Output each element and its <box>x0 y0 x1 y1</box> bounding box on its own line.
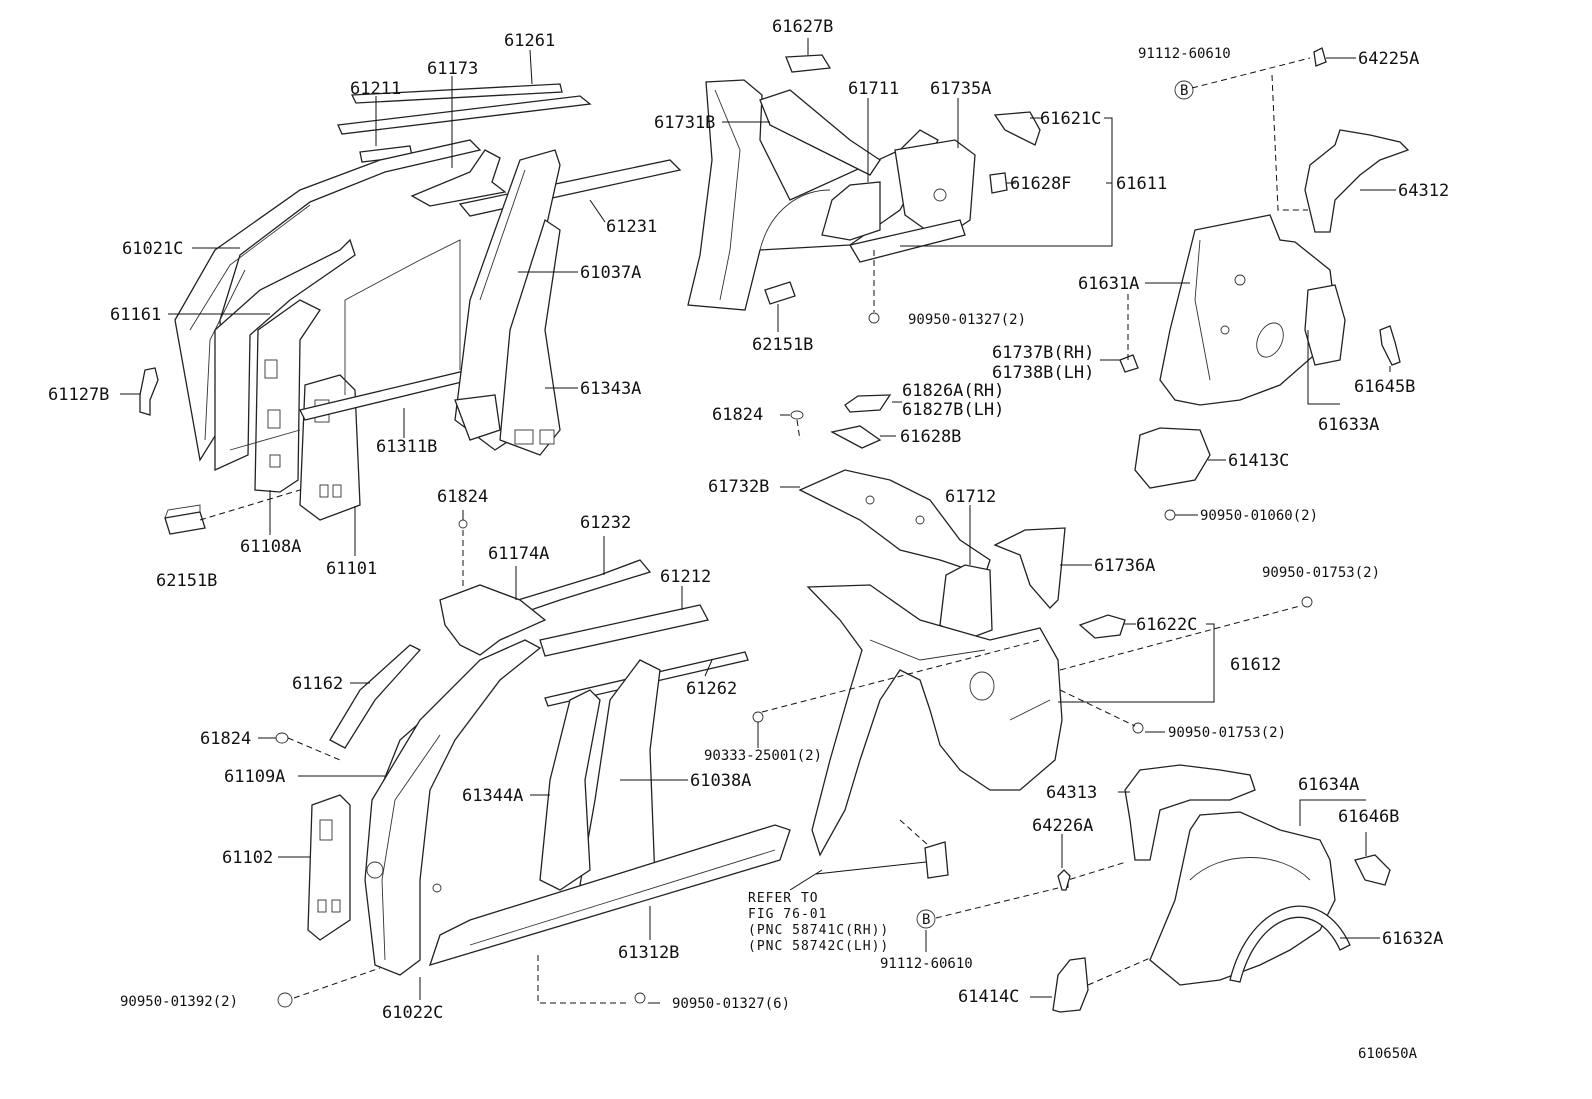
label-61413C: 61413C <box>1228 451 1289 471</box>
label-61022C: 61022C <box>382 1003 443 1023</box>
label-61731B: 61731B <box>654 113 715 133</box>
label-61631A: 61631A <box>1078 274 1139 294</box>
upper-left-body-side <box>139 83 682 535</box>
label-61632A: 61632A <box>1382 929 1443 949</box>
label-64312: 64312 <box>1398 181 1449 201</box>
label-90950-01753-lower: 90950-01753(2) <box>1168 725 1286 741</box>
label-61633A: 61633A <box>1318 415 1379 435</box>
label-61712: 61712 <box>945 487 996 507</box>
reference-note-line3: (PNC 58741C(RH)) <box>748 923 889 938</box>
reference-note-line2: FIG 76-01 <box>748 907 827 922</box>
label-61211: 61211 <box>350 79 401 99</box>
label-61038A: 61038A <box>690 771 751 791</box>
label-61162: 61162 <box>292 674 343 694</box>
upper-center-quarter-inner <box>687 54 1041 324</box>
label-61262: 61262 <box>686 679 737 699</box>
upper-right-wheel-house <box>1119 47 1410 521</box>
label-61343A: 61343A <box>580 379 641 399</box>
label-61827B: 61827B(LH) <box>902 400 1004 420</box>
label-62151B-upper: 62151B <box>752 335 813 355</box>
label-61109A: 61109A <box>224 767 285 787</box>
lower-left-body-side <box>275 519 791 1008</box>
label-64313: 64313 <box>1046 783 1097 803</box>
label-61101: 61101 <box>326 559 377 579</box>
label-61737B: 61737B(RH) <box>992 343 1094 363</box>
label-61021C: 61021C <box>122 239 183 259</box>
middle-center-quarter <box>752 394 1313 879</box>
label-61735A: 61735A <box>930 79 991 99</box>
label-61231: 61231 <box>606 217 657 237</box>
label-61738B: 61738B(LH) <box>992 363 1094 383</box>
label-61736A: 61736A <box>1094 556 1155 576</box>
label-91112-60610-bottom: 91112-60610 <box>880 956 973 972</box>
figure-id: 610650A <box>1358 1046 1418 1062</box>
label-61311B: 61311B <box>376 437 437 457</box>
label-61414C: 61414C <box>958 987 1019 1007</box>
bolt-symbol-b-top: B <box>1180 83 1188 99</box>
label-90333-25001: 90333-25001(2) <box>704 748 822 764</box>
lower-right-wheel-house <box>916 764 1391 1013</box>
part-labels: 61261 61211 61173 61021C 61161 61127B 61… <box>48 17 1449 1062</box>
label-90950-01327-2: 90950-01327(2) <box>908 312 1026 328</box>
label-61824-middle: 61824 <box>437 487 488 507</box>
label-61212: 61212 <box>660 567 711 587</box>
label-61732B: 61732B <box>708 477 769 497</box>
label-61344A: 61344A <box>462 786 523 806</box>
bolt-symbol-b-bottom: B <box>922 912 930 928</box>
label-61628B: 61628B <box>900 427 961 447</box>
label-90950-01753-upper: 90950-01753(2) <box>1262 565 1380 581</box>
label-61621C: 61621C <box>1040 109 1101 129</box>
label-61127B: 61127B <box>48 385 109 405</box>
label-61161: 61161 <box>110 305 161 325</box>
label-61646B: 61646B <box>1338 807 1399 827</box>
label-91112-60610-top: 91112-60610 <box>1138 46 1231 62</box>
label-61611: 61611 <box>1116 174 1167 194</box>
label-61711: 61711 <box>848 79 899 99</box>
label-61826A: 61826A(RH) <box>902 381 1004 401</box>
label-61102: 61102 <box>222 848 273 868</box>
label-61108A: 61108A <box>240 537 301 557</box>
label-61174A: 61174A <box>488 544 549 564</box>
label-64226A: 64226A <box>1032 816 1093 836</box>
label-61312B: 61312B <box>618 943 679 963</box>
label-61612: 61612 <box>1230 655 1281 675</box>
reference-note-line1: REFER TO <box>748 891 819 906</box>
label-61824-lower: 61824 <box>200 729 251 749</box>
label-90950-01060: 90950-01060(2) <box>1200 508 1318 524</box>
label-61261: 61261 <box>504 31 555 51</box>
label-61628F: 61628F <box>1010 174 1071 194</box>
label-61645B: 61645B <box>1354 377 1415 397</box>
label-64225A: 64225A <box>1358 49 1419 69</box>
label-90950-01327-6: 90950-01327(6) <box>672 996 790 1012</box>
label-61232: 61232 <box>580 513 631 533</box>
label-61037A: 61037A <box>580 263 641 283</box>
label-90950-01392: 90950-01392(2) <box>120 994 238 1010</box>
leader-lines <box>120 38 1396 1004</box>
label-61634A: 61634A <box>1298 775 1359 795</box>
label-61622C: 61622C <box>1136 615 1197 635</box>
label-62151B: 62151B <box>156 571 217 591</box>
label-61627B: 61627B <box>772 17 833 37</box>
label-61824-upper: 61824 <box>712 405 763 425</box>
label-61173: 61173 <box>427 59 478 79</box>
reference-note-line4: (PNC 58742C(LH)) <box>748 939 889 954</box>
